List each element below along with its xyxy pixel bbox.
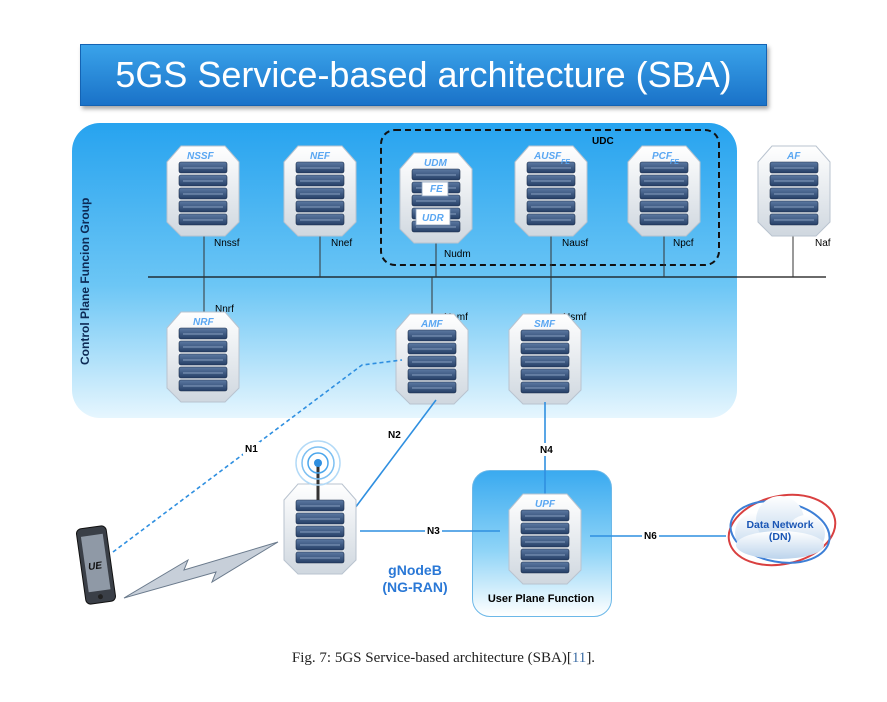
n1-link <box>112 359 403 553</box>
pcf-server-icon: PCF FE <box>627 145 701 237</box>
nrf-name: NRF <box>193 317 214 328</box>
ausf-fe-label: FE <box>561 159 570 166</box>
title-banner: 5GS Service-based architecture (SBA) <box>80 44 767 106</box>
caption-text: Fig. 7: 5GS Service-based architecture (… <box>291 650 572 666</box>
user-plane-label: User Plane Function <box>487 593 595 605</box>
nef-name: NEF <box>310 151 331 162</box>
gnodeb-server-icon <box>283 483 357 575</box>
pcf-fe-label: FE <box>670 159 679 166</box>
pcf-interface-label: Npcf <box>673 238 694 249</box>
ausf-interface-label: Nausf <box>562 238 588 249</box>
pcf-name: PCF <box>652 151 673 162</box>
amf-server-icon: AMF <box>395 313 469 405</box>
gnodeb-label: gNodeB (NG-RAN) <box>360 562 470 596</box>
udm-name: UDM <box>424 158 447 169</box>
wireless-link-icon <box>123 541 279 599</box>
udm-fe-label: FE <box>430 184 443 195</box>
nssf-name: NSSF <box>187 151 215 162</box>
ue-label: UE <box>88 560 104 573</box>
udc-boundary <box>380 129 720 266</box>
udm-fe-card <box>421 181 449 197</box>
caption-suffix: ]. <box>586 650 596 666</box>
amf-name: AMF <box>420 319 444 330</box>
n4-label-bg <box>538 443 555 456</box>
antenna-icon <box>295 440 341 500</box>
dn-label-line2: (DN) <box>769 531 791 543</box>
udm-server-icon: UDM FE UDR <box>399 152 473 244</box>
upf-server-icon: UPF <box>508 493 582 585</box>
af-interface-label: Naf <box>815 238 831 249</box>
n6-label: N6 <box>644 531 657 542</box>
udm-interface-label: Nudm <box>444 249 471 260</box>
n2-label: N2 <box>388 430 401 441</box>
udr-card <box>415 208 451 226</box>
data-network-cloud-icon: Data Network (DN) <box>727 493 837 567</box>
udc-label: UDC <box>592 136 614 147</box>
n1-label-bg <box>243 442 260 455</box>
ausf-server-icon: AUSF FE <box>514 145 588 237</box>
smf-server-icon: SMF <box>508 313 582 405</box>
nrf-server-icon: NRF <box>166 311 240 403</box>
gnodeb-label-line1: gNodeB <box>388 562 442 578</box>
af-name: AF <box>786 151 801 162</box>
n6-label-bg <box>642 529 659 542</box>
n4-label: N4 <box>540 445 553 456</box>
smf-name: SMF <box>534 319 556 330</box>
n2-label-bg <box>386 428 403 441</box>
n3-label: N3 <box>427 526 440 537</box>
nrf-interface-label: Nnrf <box>215 304 234 315</box>
nef-interface-label: Nnef <box>331 238 352 249</box>
smf-interface-label: Nsmf <box>563 312 587 323</box>
n2-link <box>351 399 437 513</box>
nssf-server-icon: NSSF <box>166 145 240 237</box>
diagram-title: 5GS Service-based architecture (SBA) <box>115 54 732 95</box>
n3-label-bg <box>425 524 442 537</box>
caption-reference-link[interactable]: 11 <box>571 650 587 666</box>
ue-phone-icon: UE <box>76 525 116 605</box>
af-server-icon: AF <box>757 145 831 237</box>
nef-server-icon: NEF <box>283 145 357 237</box>
nssf-interface-label: Nnssf <box>214 238 240 249</box>
upf-name: UPF <box>535 499 556 510</box>
n1-label: N1 <box>245 444 258 455</box>
figure-caption: Fig. 7: 5GS Service-based architecture (… <box>0 650 887 667</box>
udr-label: UDR <box>422 213 444 224</box>
dn-label-line1: Data Network <box>746 519 813 531</box>
ausf-name: AUSF <box>533 151 562 162</box>
gnodeb-label-line2: (NG-RAN) <box>382 579 448 595</box>
